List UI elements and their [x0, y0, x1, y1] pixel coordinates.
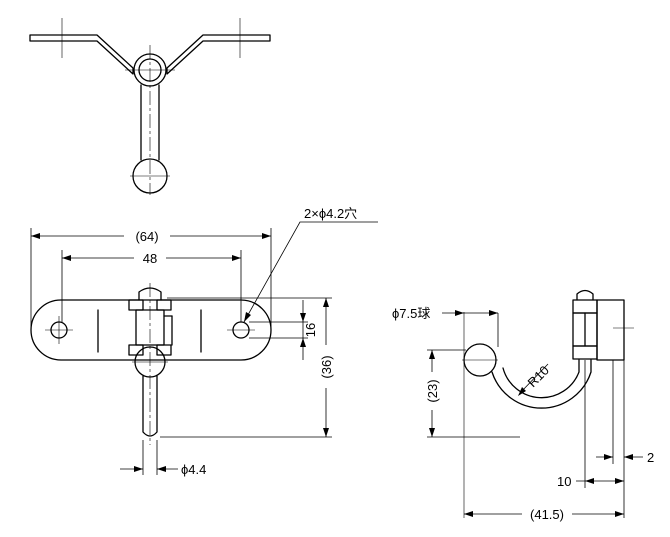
arrow-10-left — [585, 478, 594, 484]
hinge-plate — [30, 299, 272, 361]
arrow-415-left — [464, 511, 473, 517]
arrow-16-top — [300, 313, 306, 322]
arrow-415-right — [615, 511, 624, 517]
radius-arrow — [518, 387, 526, 396]
dim-23-label: (23) — [425, 379, 440, 402]
arrow-36-top — [323, 298, 329, 307]
side-knuckle-3 — [572, 345, 598, 360]
arrow-36-bottom — [323, 428, 329, 437]
arrow-48-right — [232, 255, 241, 261]
arrow-64-right — [262, 233, 271, 239]
dim-48-label: 48 — [143, 251, 157, 266]
front-view: (64) 48 2×ϕ4.2穴 16 (36) ϕ — [30, 206, 378, 477]
top-view — [29, 18, 271, 195]
ball-dia-arrow-right — [489, 310, 498, 316]
radius-leader — [519, 363, 549, 394]
ball-dia-arrow-left — [455, 310, 464, 316]
dim-10-label: 10 — [557, 474, 571, 489]
arrow-44-right — [157, 466, 166, 472]
side-plate — [596, 299, 625, 361]
arrow-16-bottom — [300, 338, 306, 347]
knuckle-upper-left — [128, 299, 144, 311]
side-knuckle-cap — [576, 289, 594, 301]
side-knuckle-1 — [572, 299, 598, 314]
arrow-44-left — [134, 466, 143, 472]
dim-2-label: 2 — [647, 450, 654, 465]
side-view: ϕ7.5球 R10 (23) 2 10 (41.5) — [392, 289, 654, 522]
arrow-2-left — [604, 454, 613, 460]
hook-outer — [491, 359, 592, 409]
arrow-23-top — [429, 350, 435, 359]
dim-44-label: ϕ4.4 — [181, 462, 206, 477]
arrow-48-left — [62, 255, 71, 261]
holes-label: 2×ϕ4.2穴 — [304, 206, 357, 221]
holes-leader-arrow — [244, 312, 251, 322]
arrow-64-left — [31, 233, 40, 239]
holes-leader — [243, 221, 378, 323]
ball-dia-label: ϕ7.5球 — [392, 306, 430, 321]
arrow-23-bottom — [429, 428, 435, 437]
dim-64-label: (64) — [135, 229, 158, 244]
arrow-2-right — [624, 454, 633, 460]
stem-front-view — [142, 375, 158, 437]
dim-16-label: 16 — [303, 323, 318, 337]
dim-415-label: (41.5) — [530, 507, 564, 522]
knuckle-upper-right — [156, 299, 172, 311]
dim-36-label: (36) — [319, 355, 334, 378]
arrow-10-right — [615, 478, 624, 484]
hook-inner — [502, 359, 580, 399]
right-wing — [166, 34, 271, 75]
left-wing — [29, 34, 134, 75]
radius-label: R10 — [525, 363, 552, 390]
